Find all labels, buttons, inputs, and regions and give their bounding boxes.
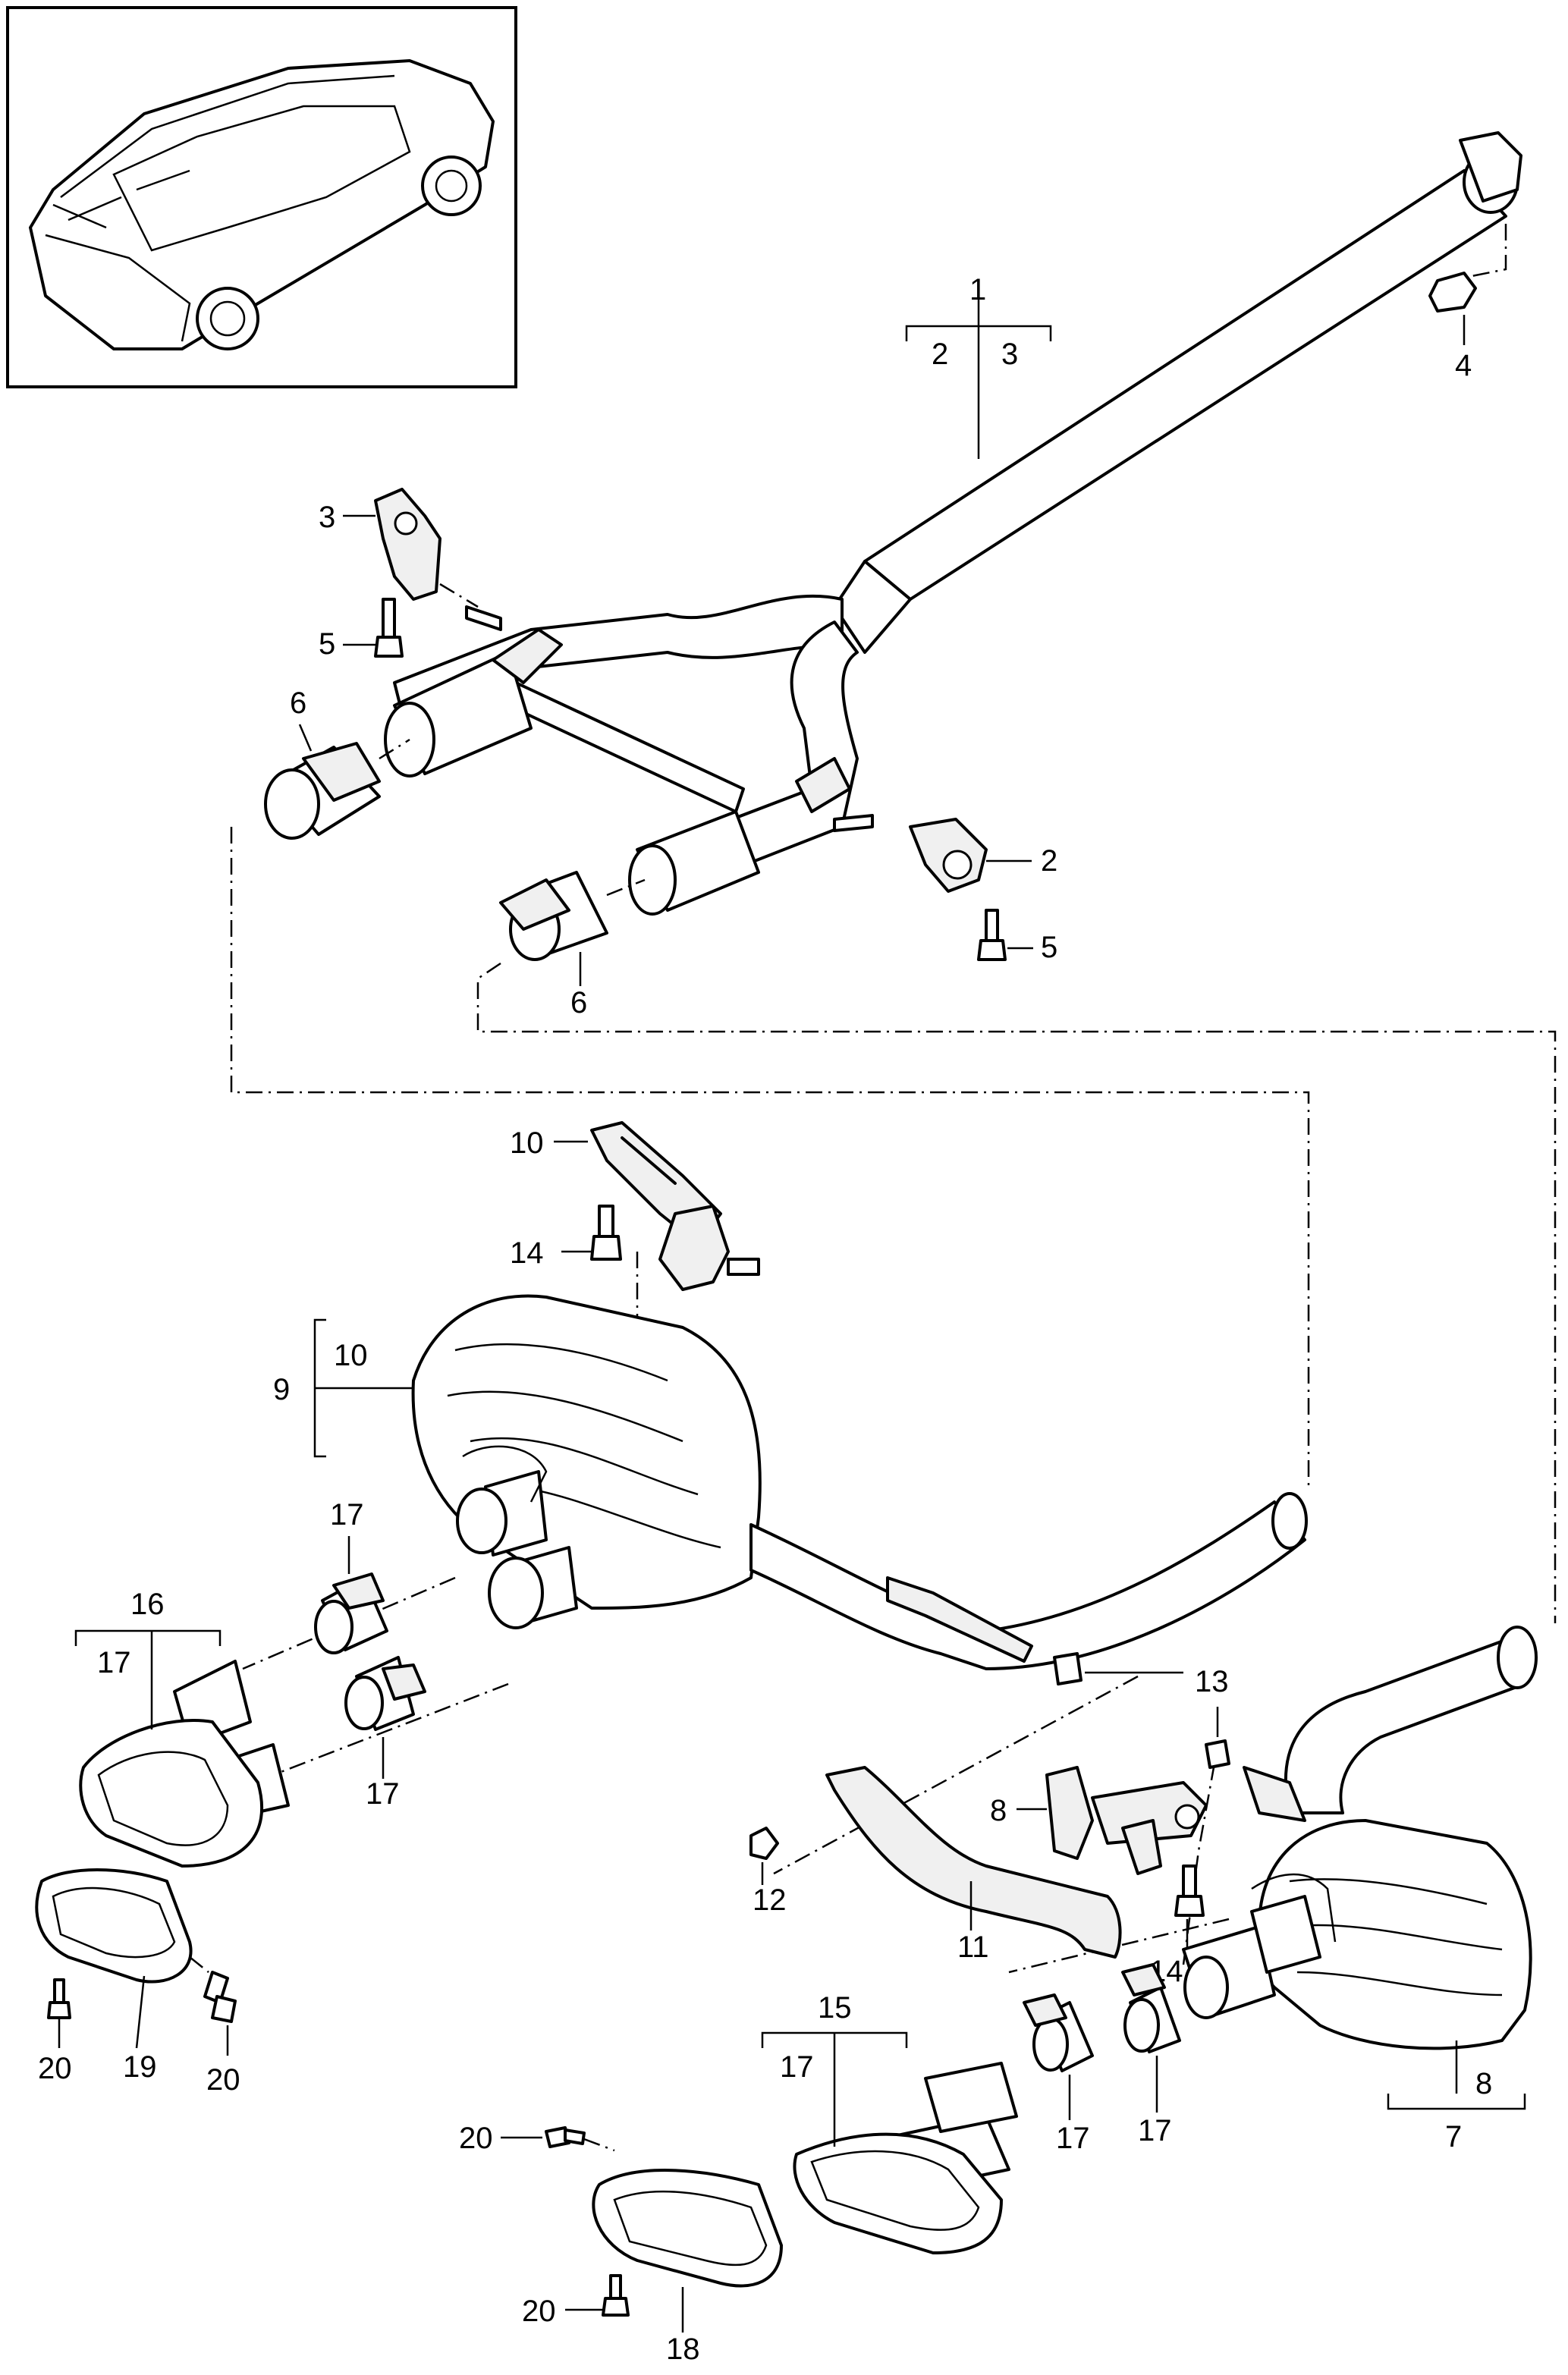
- connection-lines: [230, 827, 1557, 1974]
- label-19: 19: [123, 2050, 157, 2084]
- callout-9: 9 10: [273, 1318, 413, 1458]
- clamp-17-b: 17: [344, 1656, 426, 1811]
- label-2: 2: [1041, 844, 1057, 878]
- label-6-lower: 6: [570, 986, 587, 1019]
- bracket-3: 3: [319, 488, 502, 631]
- tip-19: 19: [35, 1868, 193, 2084]
- label-17-d: 17: [1138, 2114, 1172, 2147]
- label-17-a: 17: [330, 1498, 364, 1531]
- front-pipe-assembly: [384, 131, 1522, 916]
- clamp-17-a: 17: [314, 1498, 388, 1654]
- label-16: 16: [130, 1588, 165, 1621]
- label-13: 13: [1195, 1665, 1229, 1698]
- label-12: 12: [753, 1883, 787, 1917]
- tip-18: 18: [592, 2169, 783, 2366]
- label-16-sub-17: 17: [97, 1646, 131, 1679]
- screw-20-b: 20: [189, 1956, 240, 2097]
- label-20-a: 20: [38, 2052, 72, 2085]
- rear-muffler-left-9: [411, 1294, 1308, 1670]
- label-10: 10: [510, 1126, 544, 1160]
- label-5-right: 5: [1041, 931, 1057, 964]
- label-20-c: 20: [459, 2122, 493, 2155]
- clamp-6-lower: 6: [499, 871, 646, 1019]
- screw-12: 12: [749, 1827, 787, 1917]
- vehicle-thumbnail: [6, 6, 517, 388]
- rear-muffler-right-7: [1182, 1626, 1538, 2050]
- label-17-b: 17: [366, 1777, 400, 1811]
- hanger-10: 10: [510, 1121, 760, 1291]
- bolt-14-upper: 14: [510, 1205, 622, 1270]
- label-7: 7: [1445, 2120, 1462, 2154]
- nut-13: 13: [1053, 1652, 1230, 1769]
- label-3: 3: [319, 501, 335, 534]
- label-20-b: 20: [206, 2063, 240, 2097]
- label-5-upper: 5: [319, 627, 335, 661]
- hanger-8: 8: [990, 1766, 1208, 1875]
- label-1-sub-2: 2: [932, 338, 948, 371]
- callout-7: 8 7: [1387, 2040, 1526, 2154]
- label-9-sub-10: 10: [334, 1339, 368, 1372]
- callout-1: 1 2 3: [905, 273, 1052, 459]
- clamp-6-upper: 6: [264, 686, 410, 840]
- label-1: 1: [969, 273, 986, 306]
- label-8: 8: [990, 1794, 1007, 1827]
- label-14-upper: 14: [510, 1236, 544, 1270]
- screw-20-c: 20: [459, 2122, 615, 2155]
- label-1-sub-3: 3: [1001, 338, 1018, 371]
- label-15-sub-17: 17: [780, 2050, 814, 2084]
- clamp-17-c: 17: [1023, 1993, 1094, 2155]
- label-20-d: 20: [522, 2295, 556, 2328]
- label-4: 4: [1455, 349, 1472, 382]
- screw-20-a: 20: [38, 1978, 72, 2085]
- bolt-5-upper: 5: [319, 598, 404, 661]
- bolt-5-right: 5: [977, 909, 1057, 964]
- clamp-17-d: 17: [1121, 1963, 1181, 2147]
- tailpipe-15: 15 17: [761, 1991, 1018, 2254]
- screw-20-d: 20: [522, 2274, 630, 2328]
- bracket-2: 2: [833, 814, 1057, 893]
- label-9: 9: [273, 1373, 290, 1406]
- nut-4: 4: [1428, 224, 1507, 382]
- label-15: 15: [818, 1991, 852, 2025]
- label-11: 11: [957, 1930, 989, 1964]
- label-7-sub-8: 8: [1475, 2067, 1492, 2100]
- label-6-upper: 6: [290, 686, 306, 720]
- strap-11: 11: [825, 1766, 1122, 1964]
- label-17-c: 17: [1056, 2122, 1090, 2155]
- label-18: 18: [666, 2333, 700, 2366]
- tailpipe-16: 16 17: [74, 1588, 290, 1868]
